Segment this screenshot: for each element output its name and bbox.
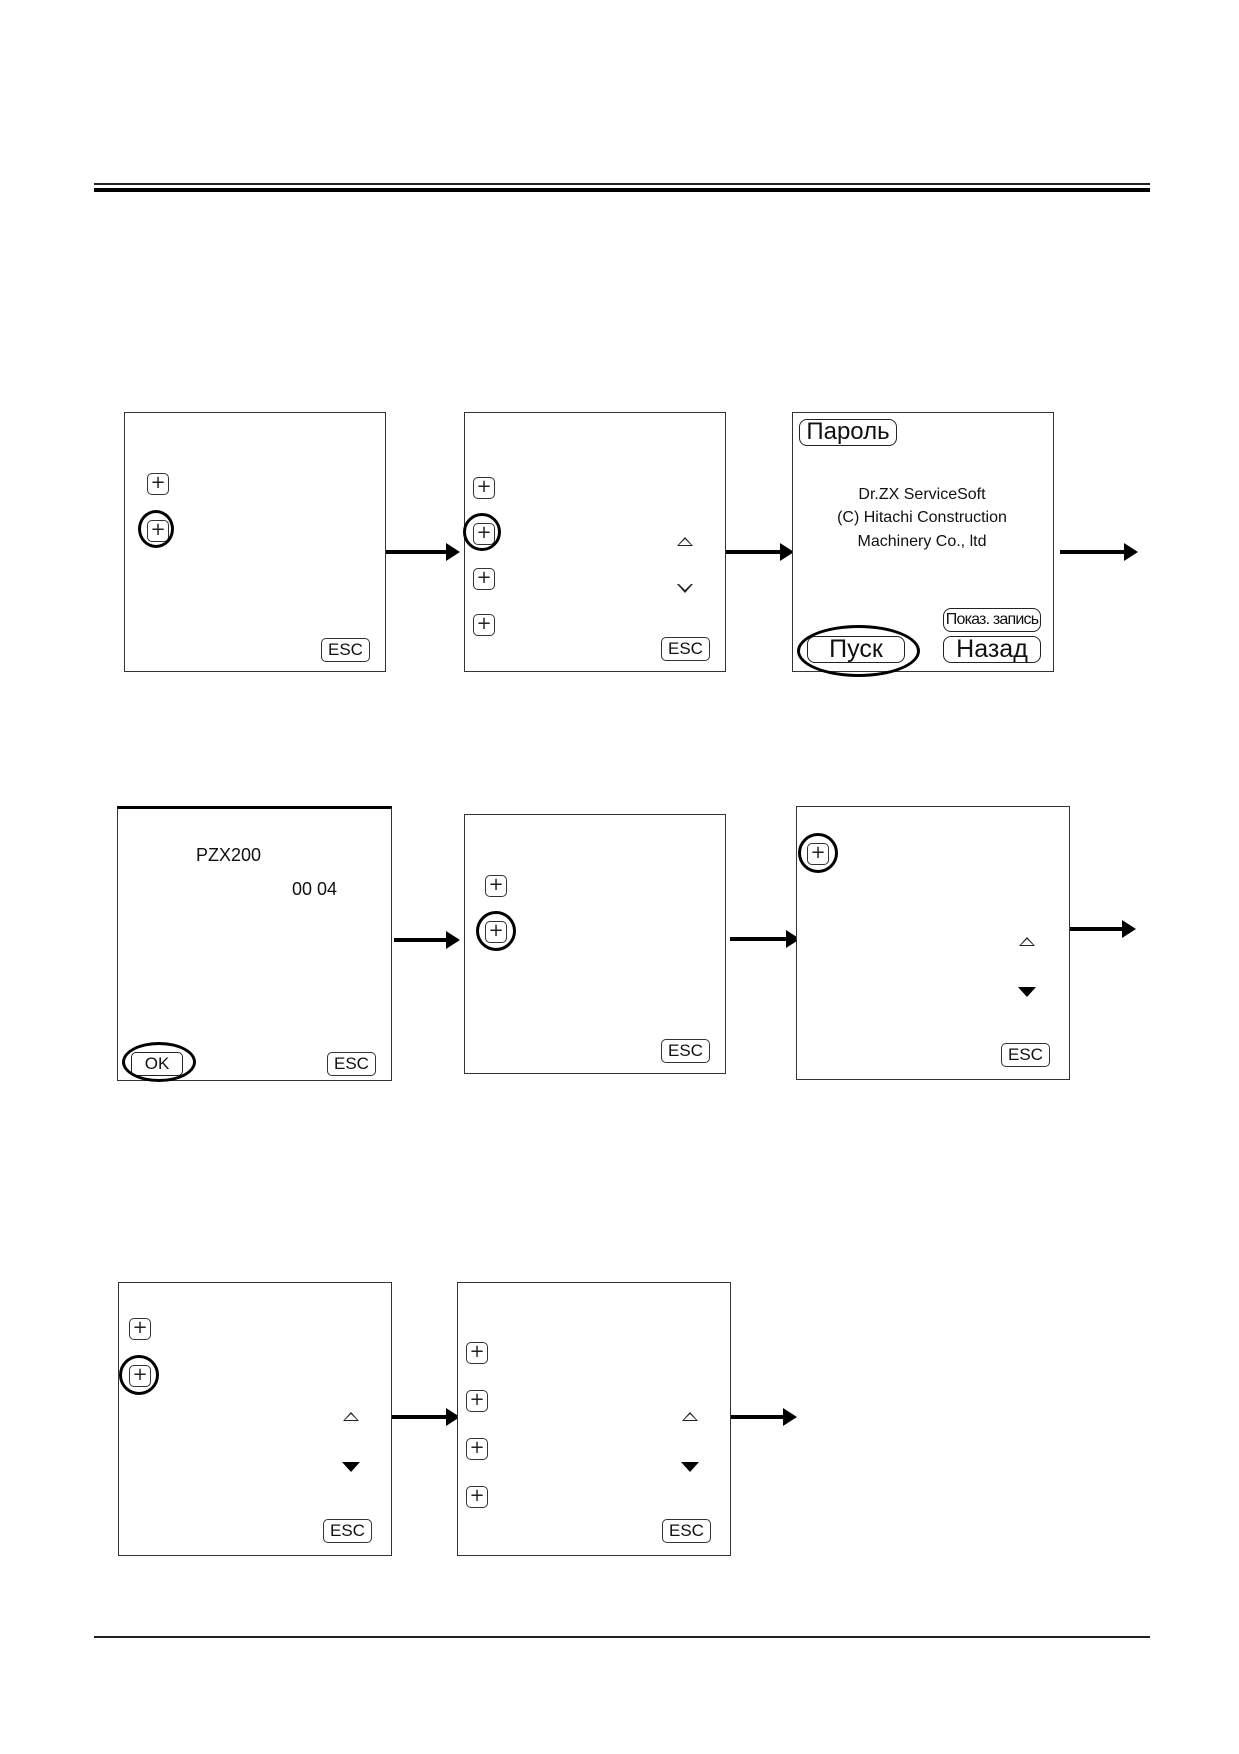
scroll-down-icon[interactable] bbox=[1018, 987, 1036, 997]
plus-icon[interactable]: + bbox=[129, 1318, 151, 1340]
selection-circle bbox=[463, 513, 501, 551]
plus-icon[interactable]: + bbox=[473, 477, 495, 499]
arrow-right-icon bbox=[730, 930, 800, 948]
back-button[interactable]: Назад bbox=[943, 636, 1041, 663]
plus-icon[interactable]: + bbox=[473, 614, 495, 636]
plus-icon[interactable]: + bbox=[466, 1342, 488, 1364]
scroll-up-icon[interactable] bbox=[1019, 937, 1035, 946]
plus-icon[interactable]: + bbox=[466, 1486, 488, 1508]
esc-button[interactable]: ESC bbox=[1001, 1043, 1050, 1067]
plus-icon[interactable]: + bbox=[485, 875, 507, 897]
header-rule-thick bbox=[94, 188, 1150, 192]
password-button[interactable]: Пароль bbox=[799, 419, 897, 446]
plus-icon[interactable]: + bbox=[466, 1390, 488, 1412]
arrow-right-icon bbox=[1060, 543, 1138, 561]
info-line-1: Dr.ZX ServiceSoft bbox=[858, 486, 986, 503]
screen-1: + + ESC bbox=[124, 412, 386, 672]
selection-circle bbox=[119, 1355, 159, 1395]
screen-8: + + + + ESC bbox=[457, 1282, 731, 1556]
scroll-up-icon[interactable] bbox=[343, 1412, 359, 1421]
info-line-3: Machinery Co., ltd bbox=[857, 533, 987, 550]
arrow-right-icon bbox=[386, 543, 460, 561]
arrow-right-icon bbox=[1070, 920, 1136, 938]
code-label: 00 04 bbox=[292, 879, 338, 899]
scroll-down-icon[interactable] bbox=[677, 584, 693, 593]
esc-button[interactable]: ESC bbox=[662, 1519, 711, 1543]
screen-4: PZX200 00 04 OK ESC bbox=[117, 806, 392, 1082]
plus-icon[interactable]: + bbox=[473, 568, 495, 590]
model-label: PZX200 bbox=[196, 845, 262, 865]
selection-circle bbox=[476, 911, 516, 951]
arrow-right-icon bbox=[726, 543, 794, 561]
esc-button[interactable]: ESC bbox=[323, 1519, 372, 1543]
screen-3: Пароль Dr.ZX ServiceSoft (C) Hitachi Con… bbox=[792, 412, 1054, 677]
plus-icon[interactable]: + bbox=[147, 473, 169, 495]
selection-circle bbox=[122, 1042, 196, 1082]
selection-circle bbox=[138, 510, 174, 548]
info-line-2: (C) Hitachi Construction bbox=[837, 509, 1007, 526]
esc-button[interactable]: ESC bbox=[321, 638, 370, 662]
selection-circle bbox=[797, 625, 920, 677]
arrow-right-icon bbox=[394, 931, 460, 949]
screen-7: + + ESC bbox=[118, 1282, 392, 1556]
screen-6: + ESC bbox=[796, 806, 1070, 1080]
arrow-right-icon bbox=[731, 1408, 797, 1426]
screen-2: + + + + ESC bbox=[463, 412, 726, 672]
scroll-up-icon[interactable] bbox=[682, 1412, 698, 1421]
arrow-right-icon bbox=[392, 1408, 460, 1426]
scroll-down-icon[interactable] bbox=[342, 1462, 360, 1472]
esc-button[interactable]: ESC bbox=[661, 637, 710, 661]
esc-button[interactable]: ESC bbox=[661, 1039, 710, 1063]
show-record-button[interactable]: Показ. запись bbox=[943, 608, 1041, 632]
scroll-down-icon[interactable] bbox=[681, 1462, 699, 1472]
plus-icon[interactable]: + bbox=[466, 1438, 488, 1460]
esc-button[interactable]: ESC bbox=[327, 1052, 376, 1076]
scroll-up-icon[interactable] bbox=[677, 537, 693, 546]
screen-5: + + ESC bbox=[464, 814, 726, 1074]
footer-rule bbox=[94, 1636, 1150, 1638]
selection-circle bbox=[798, 833, 838, 873]
header-rule-thin bbox=[94, 183, 1150, 185]
